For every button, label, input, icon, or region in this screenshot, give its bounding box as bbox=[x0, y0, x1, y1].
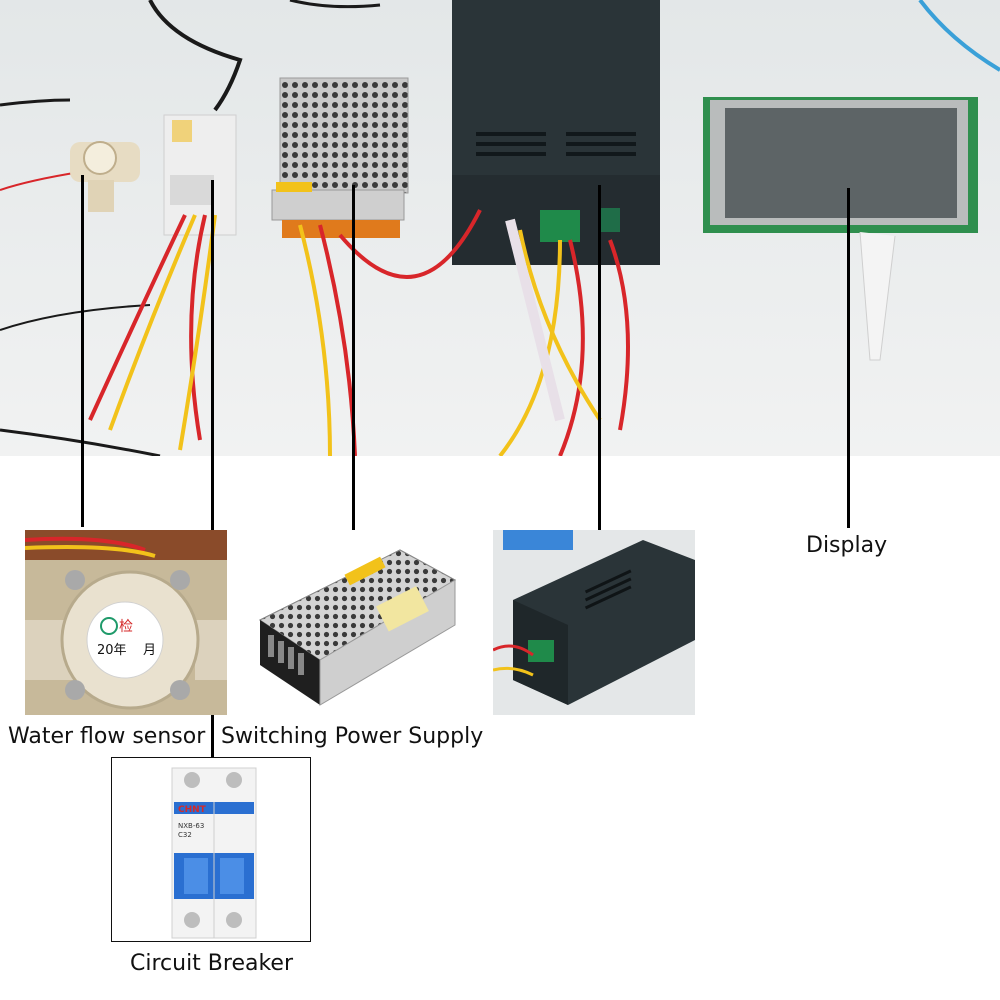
wires bbox=[88, 209, 630, 456]
breaker-rating-text: C32 bbox=[178, 831, 192, 839]
breaker-brand-text: CHNT bbox=[178, 805, 207, 815]
switching-power-supply-label: Switching Power Supply bbox=[221, 724, 484, 749]
breaker-model-text: NXB-63 bbox=[178, 822, 204, 830]
setup-photo-drawing bbox=[0, 0, 1000, 456]
water-flow-sensor-thumbnail: 检 20年 月 bbox=[25, 530, 227, 715]
leader-line-water-flow-sensor bbox=[81, 175, 84, 527]
circuit-breaker-photo bbox=[163, 114, 237, 236]
leader-line-switching-power-supply bbox=[352, 185, 355, 530]
leader-line-circuit-breaker bbox=[211, 180, 214, 760]
water-flow-sensor-photo bbox=[70, 141, 140, 212]
leader-line-large-power-supply bbox=[598, 185, 601, 530]
circuit-breaker-label: Circuit Breaker bbox=[130, 951, 294, 976]
sensor-sticker-year-text: 20年 bbox=[97, 643, 127, 658]
sensor-sticker-month-text: 月 bbox=[143, 643, 156, 658]
large-psu-photo bbox=[452, 0, 660, 265]
small-psu-photo bbox=[271, 77, 409, 238]
sensor-sticker-check-text: 检 bbox=[119, 619, 133, 635]
large-power-supply-thumbnail bbox=[493, 530, 695, 715]
leader-line-display bbox=[847, 188, 850, 528]
water-flow-sensor-label: Water flow sensor bbox=[8, 724, 206, 749]
circuit-breaker-thumbnail: CHNT NXB-63 C32 bbox=[111, 757, 311, 942]
switching-power-supply-thumbnail bbox=[250, 540, 460, 710]
setup-photo bbox=[0, 0, 1000, 456]
display-label: Display bbox=[806, 533, 888, 558]
display-photo bbox=[703, 97, 978, 361]
